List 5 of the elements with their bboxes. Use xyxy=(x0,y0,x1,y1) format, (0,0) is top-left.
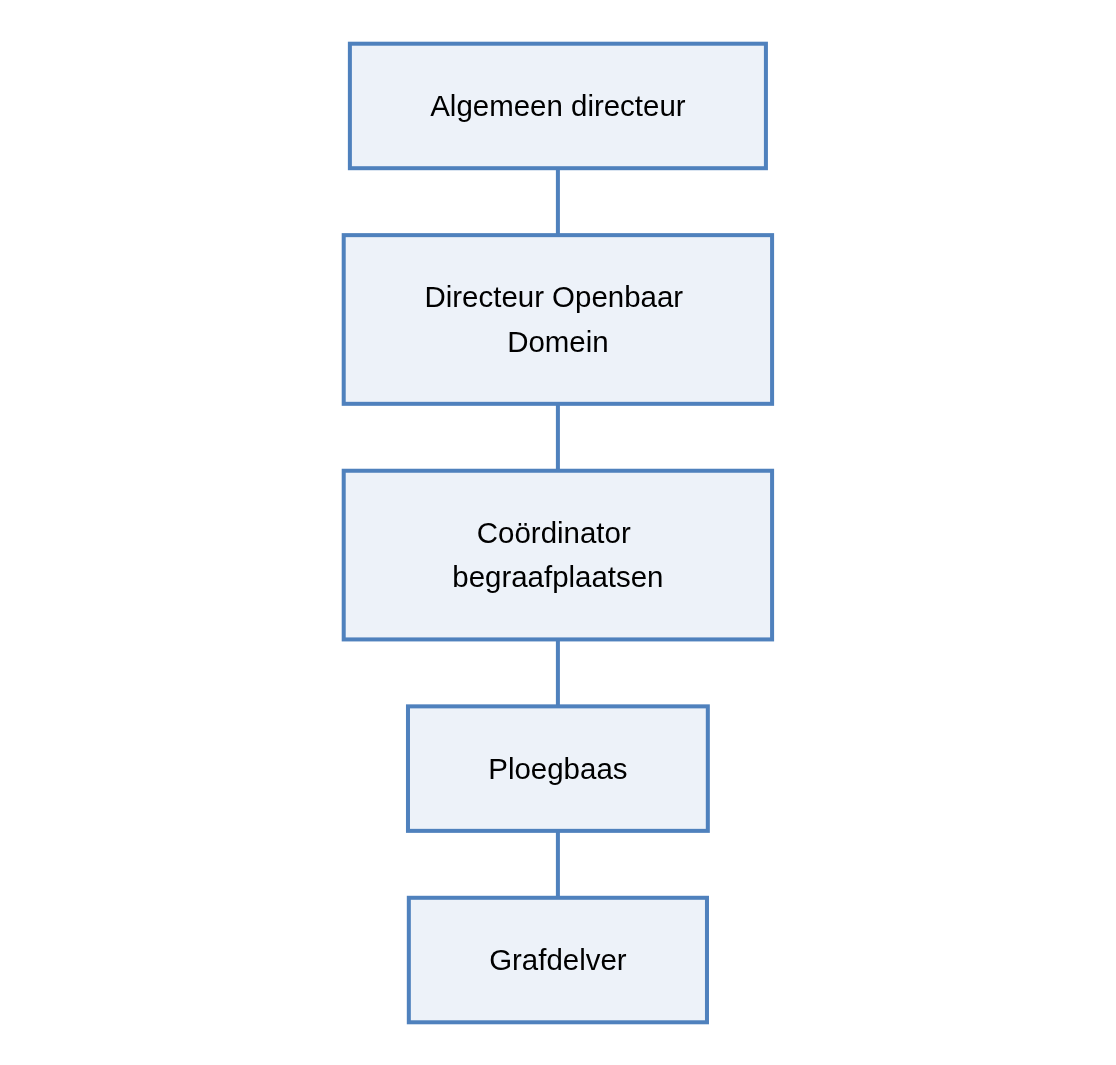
node-box: Directeur Openbaar Domein xyxy=(341,232,775,406)
node-box: Coördinator begraafplaatsen xyxy=(341,468,775,641)
node-box: Algemeen directeur xyxy=(347,41,768,170)
node-box: Grafdelver xyxy=(406,895,710,1024)
node-box: Ploegbaas xyxy=(406,703,710,833)
